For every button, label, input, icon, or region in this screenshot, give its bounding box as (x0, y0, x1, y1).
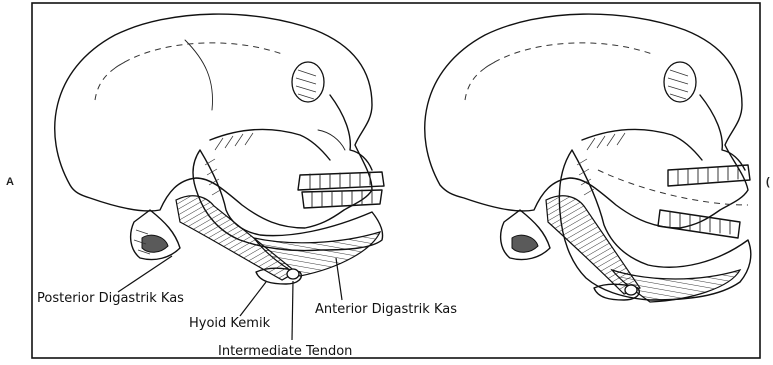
label-anterior-digastric: Anterior Digastrik Kas (315, 302, 457, 317)
label-hyoid-bone: Hyoid Kemik (189, 316, 271, 331)
left-orbit (292, 62, 324, 102)
left-intermediate-tendon (287, 269, 299, 279)
label-posterior-digastric: Posterior Digastrik Kas (37, 291, 184, 306)
label-intermediate-tendon: Intermediate Tendon (218, 344, 352, 359)
right-orbit (664, 62, 696, 102)
panel-label-b: ( (766, 176, 770, 188)
right-intermediate-tendon (625, 285, 637, 295)
panel-label-a: A (6, 176, 14, 188)
